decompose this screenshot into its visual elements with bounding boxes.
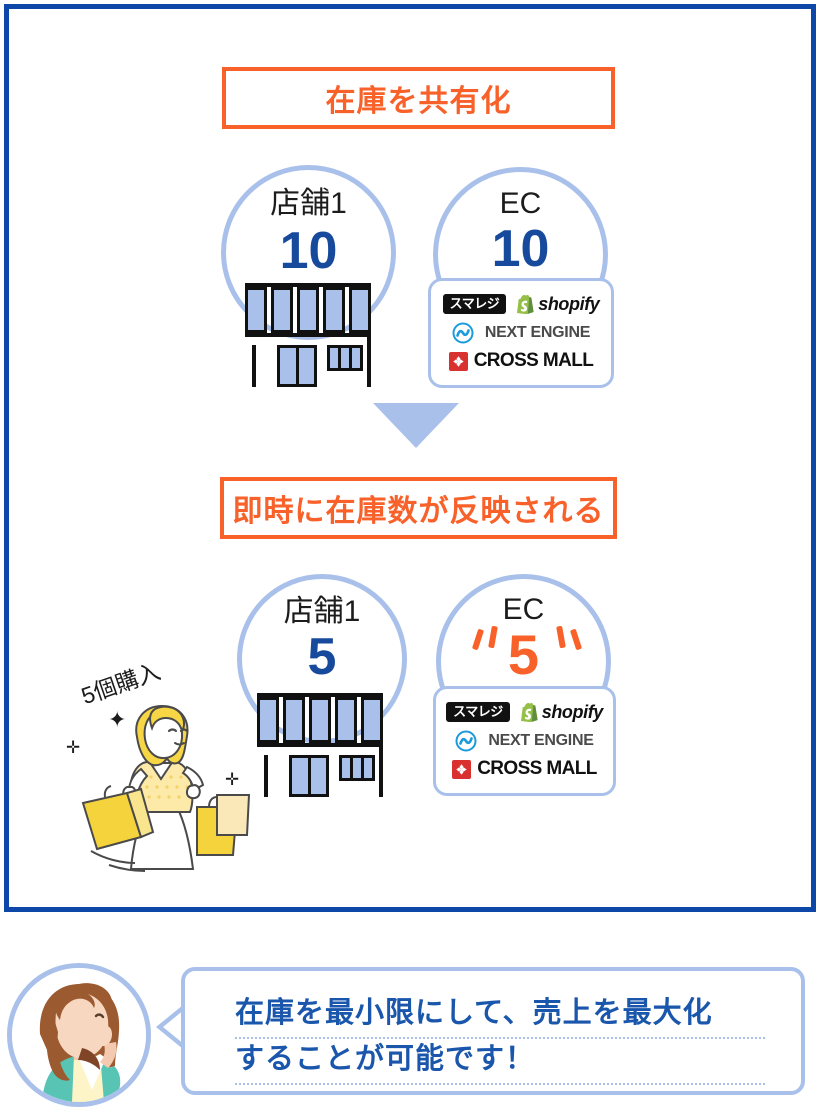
speech-bubble: 在庫を最小限にして、売上を最大化 することが可能です！ (181, 967, 805, 1095)
window-bar (349, 348, 352, 368)
banner-realtime-reflect: 即時に在庫数が反映される (220, 477, 617, 539)
store-door (289, 755, 329, 797)
speech-line-2: することが可能です！ (235, 1035, 765, 1085)
ec-count-after: 5 (507, 623, 540, 686)
store-post-right (379, 747, 383, 797)
logo-row-smaregi-shopify: スマレジ shopify (442, 293, 600, 315)
shopify-logo: shopify (520, 701, 604, 723)
ec-label-before: EC (499, 187, 542, 220)
awning-top-edge (245, 283, 371, 287)
store-awning (245, 287, 371, 333)
awning-panel (323, 287, 345, 333)
awning-panel (271, 287, 293, 333)
awning-panel (257, 697, 279, 743)
store-door (277, 345, 317, 387)
awning-base-edge (257, 743, 383, 747)
next-engine-label: NEXT ENGINE (484, 323, 591, 341)
store-count-before: 10 (279, 222, 338, 280)
cross-mall-label: CROSS MALL (477, 758, 597, 780)
shopper-illustration (81, 704, 251, 872)
smaregi-logo: スマレジ (446, 702, 510, 723)
avatar-illustration (12, 968, 146, 1102)
window-bar (338, 348, 341, 368)
store-building-before (245, 283, 375, 387)
store-window (339, 755, 375, 781)
store-label-after: 店舗1 (283, 595, 361, 628)
avatar (7, 963, 151, 1107)
logo-row-next-engine: NEXT ENGINE (452, 322, 590, 344)
next-engine-icon (455, 730, 477, 751)
store-post-left (252, 345, 256, 387)
door-split (295, 348, 299, 384)
smaregi-logo: スマレジ (442, 294, 507, 315)
shopify-bag-icon (520, 703, 538, 723)
store-window (327, 345, 363, 371)
window-bar (350, 758, 353, 778)
awning-panel (283, 697, 305, 743)
awning-panel (335, 697, 357, 743)
store-post-left (264, 755, 268, 797)
ec-services-card-before: スマレジ shopify NEXT ENGINE (428, 278, 614, 388)
shopify-logo: shopify (517, 293, 600, 315)
sparkle-icon: ✛ (225, 770, 240, 789)
banner-share-inventory-label: 在庫を共有化 (325, 85, 512, 118)
door-split (307, 758, 311, 794)
store-label-before: 店舗1 (270, 187, 347, 220)
shopify-label: shopify (538, 293, 600, 314)
cross-mall-icon (448, 351, 468, 371)
awning-panel (297, 287, 319, 333)
flow-arrow-icon (373, 403, 459, 448)
shopify-label: shopify (541, 701, 604, 722)
next-engine-icon (452, 322, 474, 343)
banner-realtime-reflect-label: 即時に在庫数が反映される (232, 495, 605, 528)
ec-count-before: 10 (491, 220, 550, 278)
next-engine-label: NEXT ENGINE (488, 731, 594, 749)
awning-panel (361, 697, 383, 743)
window-bar (361, 758, 364, 778)
awning-panel (309, 697, 331, 743)
cross-mall-icon (452, 759, 472, 779)
logo-row-next-engine: NEXT ENGINE (455, 730, 594, 752)
speech-line-1: 在庫を最小限にして、売上を最大化 (235, 989, 765, 1039)
awning-panel (349, 287, 371, 333)
sparkle-icon: ✦ (108, 707, 127, 732)
store-count-after: 5 (307, 628, 337, 686)
banner-share-inventory: 在庫を共有化 (222, 67, 615, 129)
awning-base-edge (245, 333, 371, 337)
logo-row-cross-mall: CROSS MALL (452, 758, 597, 780)
sparkle-icon: ✛ (66, 738, 81, 757)
ec-label-after: EC (502, 593, 545, 626)
awning-top-edge (257, 693, 383, 697)
store-building-after (257, 693, 387, 797)
logo-row-cross-mall: CROSS MALL (448, 350, 594, 372)
store-awning (257, 697, 383, 743)
store-circle-before (221, 165, 396, 340)
cross-mall-label: CROSS MALL (473, 350, 594, 372)
shopify-bag-icon (517, 295, 534, 315)
ec-services-card-after: スマレジ shopify NEXT ENGINE (433, 686, 616, 796)
store-post-right (367, 337, 371, 387)
main-panel: 在庫を共有化 店舗1 10 (4, 4, 816, 912)
awning-panel (245, 287, 267, 333)
logo-row-smaregi-shopify: スマレジ shopify (446, 702, 603, 723)
